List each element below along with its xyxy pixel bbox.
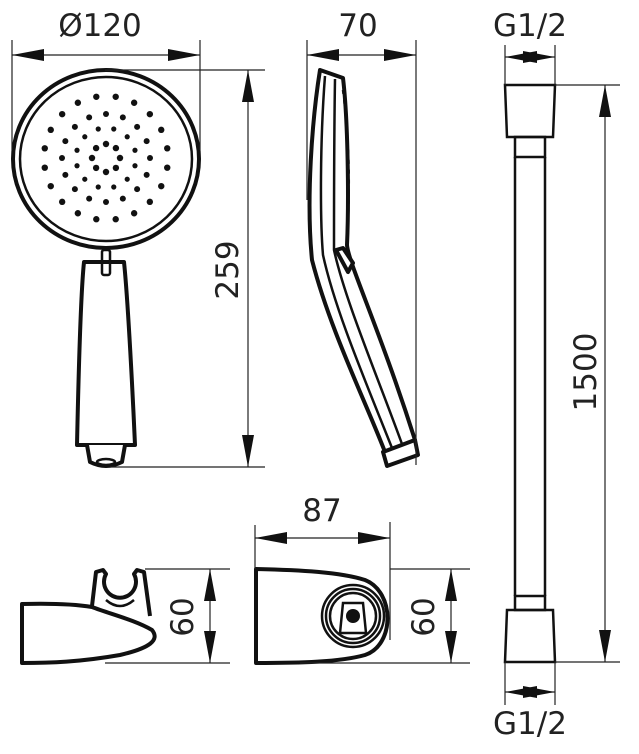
handshower-side-view xyxy=(307,68,420,468)
nozzle-dot xyxy=(62,171,69,178)
nozzle-dot xyxy=(112,164,120,172)
nozzle-dot xyxy=(158,182,165,190)
nozzle-dot xyxy=(74,147,80,153)
mode-button xyxy=(334,246,355,274)
nozzle-dot xyxy=(47,126,54,134)
nozzle-dot xyxy=(124,134,130,140)
dimension-label: 87 xyxy=(302,493,341,529)
nozzle-dot xyxy=(111,184,117,190)
holder-side-view xyxy=(20,568,157,665)
nozzle-dot xyxy=(58,198,66,206)
dimension-diameter: Ø120 xyxy=(11,8,201,150)
holder-clip xyxy=(90,568,152,617)
nozzle-dot xyxy=(47,182,54,190)
holder-front-view xyxy=(254,567,390,665)
nozzle-dot xyxy=(71,186,78,193)
dimension-label: 70 xyxy=(338,8,377,44)
nozzle-dot xyxy=(71,123,78,130)
nozzle-dot xyxy=(158,126,165,134)
hose-bottom-fitting xyxy=(503,608,557,664)
nozzle-dot xyxy=(132,163,138,169)
nozzle-dot xyxy=(143,138,150,145)
side-connector xyxy=(381,438,420,468)
dimension-label: G1/2 xyxy=(493,706,567,742)
dimension-label: Ø120 xyxy=(58,8,142,44)
nozzle-dot xyxy=(93,93,100,100)
nozzle-dot xyxy=(143,171,150,178)
nozzle-dot xyxy=(86,195,93,202)
hose-bottom-collar xyxy=(513,594,547,612)
holder-ring-outer xyxy=(320,583,386,649)
nozzle-dot xyxy=(92,164,100,172)
nozzle-dot xyxy=(132,147,138,153)
nozzle-dot xyxy=(124,176,130,182)
spray-nozzles xyxy=(41,93,171,223)
hose-top-fitting xyxy=(503,83,557,139)
nozzle-dot xyxy=(146,198,154,206)
nozzle-dot xyxy=(119,195,126,202)
nozzle-dot xyxy=(86,114,93,121)
nozzle-dot xyxy=(102,140,110,148)
nozzle-dot xyxy=(74,163,80,169)
dimension-label: 1500 xyxy=(568,333,604,412)
nozzle-dot xyxy=(103,111,109,117)
nozzle-dot xyxy=(41,145,48,152)
nozzle-dot xyxy=(62,138,69,145)
nozzle-dot xyxy=(112,93,119,100)
dimension-holder-height-front: 60 xyxy=(300,568,470,664)
nozzle-dot xyxy=(119,114,126,121)
connector-thread xyxy=(95,457,117,467)
shower-head-outer xyxy=(11,68,201,250)
nozzle-dot xyxy=(103,199,109,205)
mode-slider xyxy=(100,248,112,277)
nozzle-dot xyxy=(82,134,88,140)
nozzle-dot xyxy=(116,154,124,162)
nozzle-dot xyxy=(93,216,100,223)
nozzle-dot xyxy=(74,210,82,217)
dimension-depth: 70 xyxy=(306,8,417,465)
nozzle-dot xyxy=(95,126,101,132)
dimension-holder-height-side: 60 xyxy=(105,568,230,664)
dimension-bottom-thread: G1/2 xyxy=(493,662,567,742)
shower-head-inner xyxy=(18,75,194,243)
nozzle-dot xyxy=(92,144,100,152)
nozzle-dot xyxy=(164,145,171,152)
nozzle-dot xyxy=(112,216,119,223)
dimension-label: 60 xyxy=(406,597,442,636)
shower-hose xyxy=(503,83,557,664)
dimension-label: 259 xyxy=(210,240,246,299)
dimension-top-thread: G1/2 xyxy=(493,8,567,85)
dimension-label: G1/2 xyxy=(493,8,567,44)
nozzle-dot xyxy=(82,176,88,182)
nozzle-dot xyxy=(146,110,154,118)
holder-bracket xyxy=(338,601,368,635)
nozzle-dot xyxy=(134,186,141,193)
nozzle-dot xyxy=(130,99,138,106)
nozzle-connector xyxy=(85,444,127,468)
nozzle-dot xyxy=(102,168,110,176)
nozzle-dot xyxy=(134,123,141,130)
dimension-label: 60 xyxy=(165,597,201,636)
dimension-length: 259 xyxy=(105,69,265,468)
handshower-front-view xyxy=(11,68,201,468)
nozzle-dot xyxy=(41,164,48,171)
nozzle-dot xyxy=(111,126,117,132)
nozzle-dot xyxy=(112,144,120,152)
holder-body-side xyxy=(20,601,157,665)
handshower-handle xyxy=(75,260,137,447)
nozzle-dot xyxy=(74,99,82,106)
hose-top-collar xyxy=(513,135,547,159)
nozzle-dot xyxy=(95,184,101,190)
dimension-holder-width: 87 xyxy=(254,493,391,640)
nozzle-dot xyxy=(88,154,96,162)
dimension-hose-length: 1500 xyxy=(555,84,620,663)
nozzle-dot xyxy=(164,164,171,171)
nozzle-dot xyxy=(130,210,138,217)
nozzle-dot xyxy=(147,155,153,161)
nozzle-dot xyxy=(58,110,66,118)
nozzle-dot xyxy=(59,155,65,161)
holder-screw xyxy=(346,609,360,623)
